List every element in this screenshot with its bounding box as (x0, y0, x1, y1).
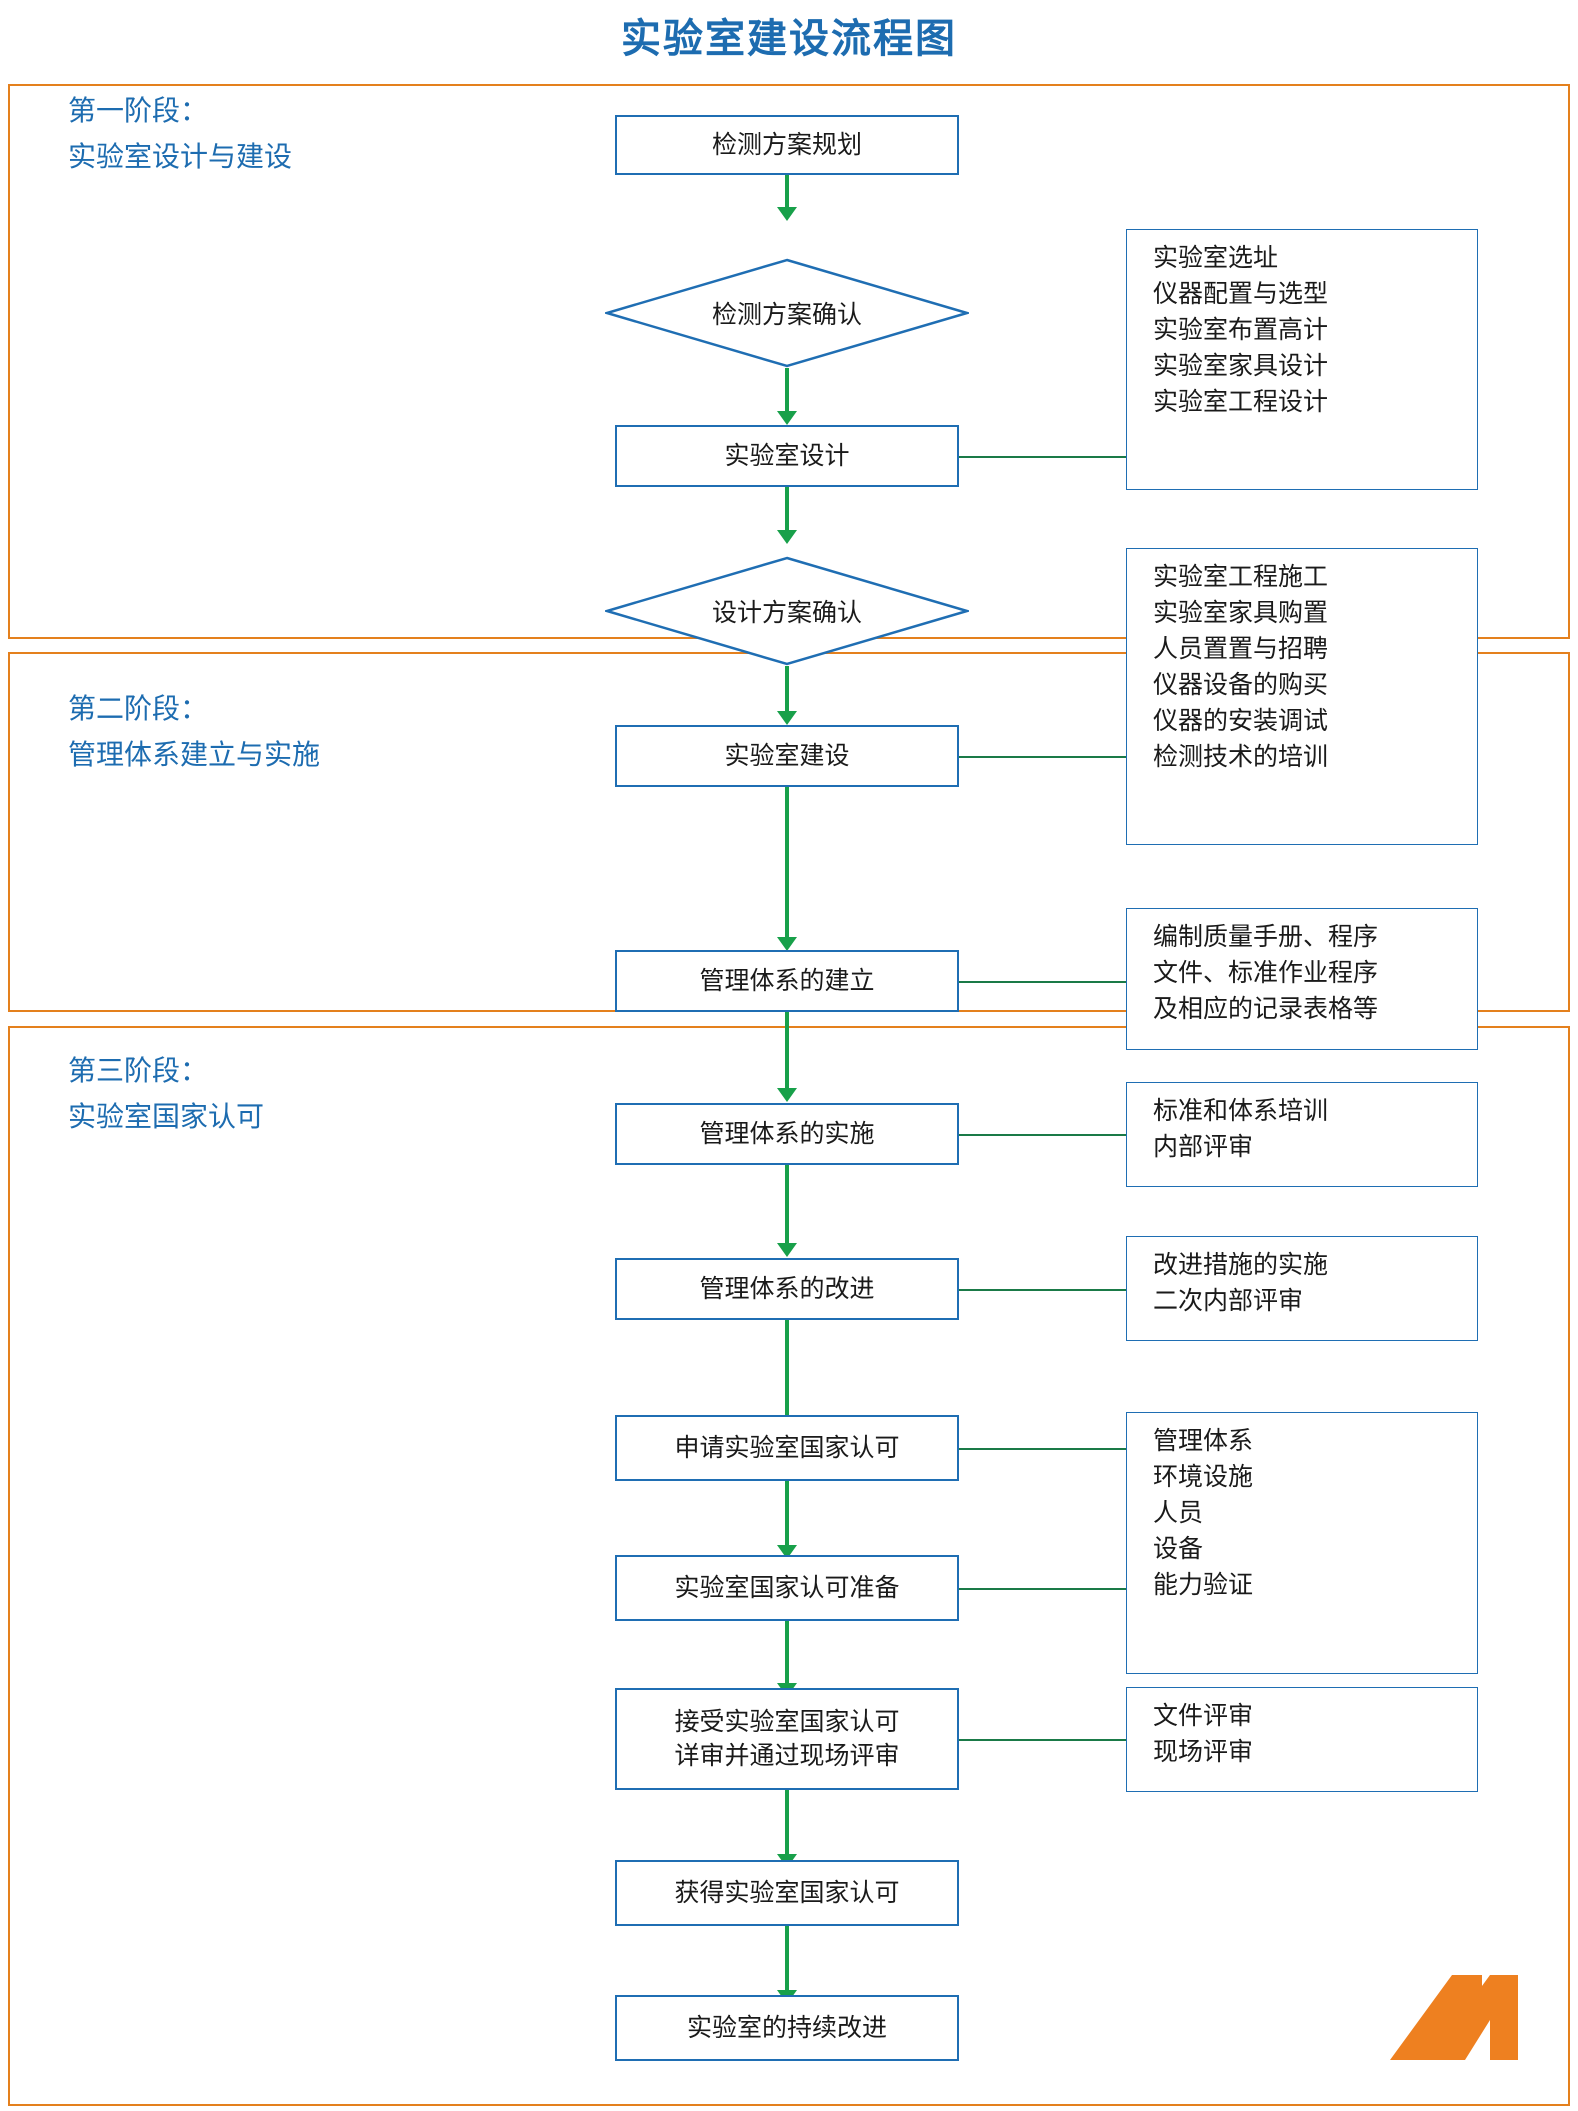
link-n7-d4 (959, 1134, 1126, 1136)
stage-1-line-1: 第一阶段： (68, 95, 209, 126)
detail-line: 仪器的安装调试 (1153, 707, 1329, 735)
detail-line: 文件、标准作业程序 (1153, 959, 1379, 987)
diamond-shape-icon (605, 258, 969, 368)
detail-box-mgmt-establish: 编制质量手册、程序 文件、标准作业程序 及相应的记录表格等 (1126, 908, 1478, 1050)
detail-line: 二次内部评审 (1153, 1287, 1304, 1315)
detail-line: 实验室选址 (1153, 244, 1279, 272)
arrow-head-n2-n3 (777, 411, 797, 425)
stage-3-line-1: 第三阶段： (68, 1055, 209, 1086)
detail-line: 现场评审 (1153, 1738, 1254, 1766)
detail-line: 管理体系 (1153, 1427, 1254, 1455)
arrow-n7-n8 (785, 1165, 789, 1245)
detail-line: 实验室工程设计 (1153, 388, 1329, 416)
arrow-n4-n5 (785, 666, 789, 713)
brand-logo-icon (1390, 1965, 1540, 2085)
detail-box-lab-construction: 实验室工程施工 实验室家具购置 人员置置与招聘 仪器设备的购买 仪器的安装调试 … (1126, 548, 1478, 845)
node-mgmt-system-improve[interactable]: 管理体系的改进 (615, 1258, 959, 1320)
arrow-n12-n13 (785, 1926, 789, 1992)
arrow-n6-n7 (785, 1012, 789, 1090)
detail-line: 实验室家具设计 (1153, 352, 1329, 380)
detail-line: 实验室工程施工 (1153, 563, 1329, 591)
node-mgmt-system-establish[interactable]: 管理体系的建立 (615, 950, 959, 1012)
node-apply-accreditation[interactable]: 申请实验室国家认可 (615, 1415, 959, 1481)
arrow-n8-n9 (785, 1320, 789, 1420)
decision-label-2: 设计方案确认 (711, 599, 862, 627)
detail-box-mgmt-improve: 改进措施的实施 二次内部评审 (1126, 1236, 1478, 1341)
detail-line: 标准和体系培训 (1153, 1097, 1329, 1125)
logo-m-shape-icon (1390, 1975, 1518, 2060)
arrow-head-n4-n5 (777, 711, 797, 725)
link-n5-d2 (959, 756, 1126, 758)
detail-box-mgmt-implement: 标准和体系培训 内部评审 (1126, 1082, 1478, 1187)
page-title: 实验室建设流程图 (621, 17, 957, 61)
stage-frame-3 (8, 1026, 1570, 2106)
decision-detection-plan-confirm[interactable]: 检测方案确认 (605, 258, 969, 368)
arrow-head-n5-n6 (777, 937, 797, 951)
stage-label-3: 第三阶段： 实验室国家认可 (68, 1048, 264, 1140)
diamond-shape-icon (605, 556, 969, 666)
link-n6-d3 (959, 981, 1126, 983)
detail-line: 内部评审 (1153, 1133, 1254, 1161)
detail-line: 仪器配置与选型 (1153, 280, 1329, 308)
arrow-head-n6-n7 (777, 1088, 797, 1102)
arrow-n11-n12 (785, 1790, 789, 1856)
detail-line: 文件评审 (1153, 1702, 1254, 1730)
stage-2-line-2: 管理体系建立与实施 (68, 739, 321, 770)
node-detection-plan[interactable]: 检测方案规划 (615, 115, 959, 175)
detail-line: 实验室家具购置 (1153, 599, 1329, 627)
detail-line: 人员置置与招聘 (1153, 635, 1329, 663)
arrow-n9-n10 (785, 1481, 789, 1547)
stage-2-line-1: 第二阶段： (68, 693, 209, 724)
detail-line: 实验室布置高计 (1153, 316, 1329, 344)
arrow-n10-n11 (785, 1621, 789, 1685)
detail-line: 环境设施 (1153, 1463, 1254, 1491)
link-n3-d1 (959, 456, 1126, 458)
detail-line: 仪器设备的购买 (1153, 671, 1329, 699)
arrow-n2-n3 (785, 368, 789, 413)
decision-label-1: 检测方案确认 (711, 301, 862, 329)
detail-line: 编制质量手册、程序 (1153, 923, 1379, 951)
detail-box-review-types: 文件评审 现场评审 (1126, 1687, 1478, 1792)
link-n8-d5 (959, 1289, 1126, 1291)
arrow-n3-n4 (785, 487, 789, 532)
node-lab-construction[interactable]: 实验室建设 (615, 725, 959, 787)
detail-line: 及相应的记录表格等 (1153, 995, 1379, 1023)
stage-label-2: 第二阶段： 管理体系建立与实施 (68, 686, 320, 778)
detail-line: 检测技术的培训 (1153, 743, 1329, 771)
stage-1-line-2: 实验室设计与建设 (68, 141, 293, 172)
detail-box-accreditation-items: 管理体系 环境设施 人员 设备 能力验证 (1126, 1412, 1478, 1674)
link-n11-d7 (959, 1739, 1126, 1741)
decision-design-plan-confirm[interactable]: 设计方案确认 (605, 556, 969, 666)
node-obtain-accreditation[interactable]: 获得实验室国家认可 (615, 1860, 959, 1926)
detail-line: 设备 (1153, 1535, 1204, 1563)
node-continuous-improvement[interactable]: 实验室的持续改进 (615, 1995, 959, 2061)
node-lab-design[interactable]: 实验室设计 (615, 425, 959, 487)
detail-line: 改进措施的实施 (1153, 1251, 1329, 1279)
stage-label-1: 第一阶段： 实验室设计与建设 (68, 88, 292, 180)
detail-line: 人员 (1153, 1499, 1204, 1527)
arrow-head-n1-n2 (777, 207, 797, 221)
node-accept-onsite-review[interactable]: 接受实验室国家认可 详审并通过现场评审 (615, 1688, 959, 1790)
arrow-head-n7-n8 (777, 1243, 797, 1257)
node-mgmt-system-implement[interactable]: 管理体系的实施 (615, 1103, 959, 1165)
stage-3-line-2: 实验室国家认可 (68, 1101, 265, 1132)
detail-line: 能力验证 (1153, 1571, 1254, 1599)
detail-box-lab-design: 实验室选址 仪器配置与选型 实验室布置高计 实验室家具设计 实验室工程设计 (1126, 229, 1478, 490)
arrow-n1-n2 (785, 175, 789, 209)
link-n9-d6 (959, 1448, 1126, 1450)
link-n10-d6 (959, 1588, 1126, 1590)
arrow-head-n3-n4 (777, 530, 797, 544)
arrow-n5-n6 (785, 787, 789, 939)
node-accreditation-preparation[interactable]: 实验室国家认可准备 (615, 1555, 959, 1621)
